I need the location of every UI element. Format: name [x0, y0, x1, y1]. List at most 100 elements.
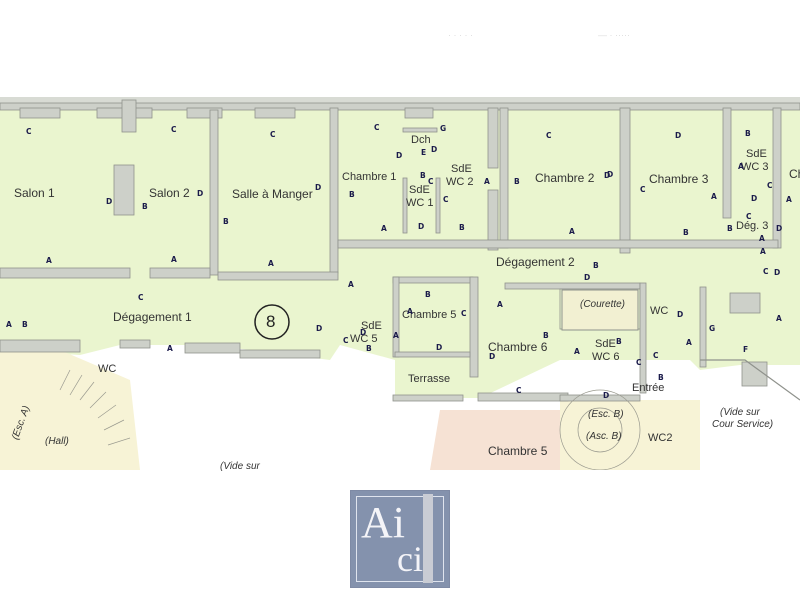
wall-marker-c: C	[767, 181, 773, 190]
annotation-esc-b: (Esc. B)	[588, 409, 624, 420]
wall-marker-c: C	[746, 212, 752, 221]
logo-bar	[423, 494, 433, 583]
room-terrasse: Terrasse	[408, 373, 451, 385]
room-salon-2: Salon 2	[149, 186, 190, 200]
wall-marker-b: B	[683, 228, 689, 237]
wall-marker-d: D	[489, 352, 496, 361]
wall-marker-d: D	[106, 197, 113, 206]
wall-marker-b: B	[420, 171, 426, 180]
wall-marker-c: C	[546, 131, 552, 140]
room-wc-hall: WC	[98, 363, 117, 375]
wall-marker-c: C	[138, 293, 144, 302]
room-wc2-neighbor: WC2	[648, 432, 673, 444]
wall-marker-b: B	[616, 337, 622, 346]
wall-marker-c: C	[428, 177, 434, 186]
annotation-vide-sur: (Vide sur	[720, 407, 760, 418]
room-wc-3: WC 3	[741, 161, 769, 173]
wall-marker-c: C	[461, 309, 467, 318]
wall-marker-a: A	[759, 234, 765, 243]
room-chambre-2: Chambre 2	[535, 171, 595, 185]
room-chambre-6: Chambre 6	[488, 340, 548, 354]
wall-marker-c: C	[26, 127, 32, 136]
room-chambre-1: Chambre 1	[342, 171, 397, 183]
wall-marker-a: A	[6, 320, 12, 329]
annotation-cour-service: Cour Service)	[712, 419, 774, 430]
room-chambre-5: Chambre 5	[402, 309, 457, 321]
room-chambre-partial: Ch	[789, 167, 800, 181]
wall-marker-d: D	[776, 224, 783, 233]
wall-marker-c: C	[171, 125, 177, 134]
wall-marker-a: A	[760, 247, 766, 256]
wall-marker-a: A	[711, 192, 717, 201]
wall-marker-a: A	[268, 259, 274, 268]
wall-marker-b: B	[425, 290, 431, 299]
wall-marker-c: C	[636, 358, 642, 367]
wall-marker-f: F	[743, 345, 749, 354]
wall-marker-a: A	[786, 195, 792, 204]
room-wc-6: WC 6	[592, 351, 620, 363]
wall-marker-d: D	[360, 328, 367, 337]
wall-marker-a: A	[574, 347, 580, 356]
annotation-courette: (Courette)	[580, 299, 626, 310]
wall-marker-d: D	[418, 222, 425, 231]
wall-marker-c: C	[640, 185, 646, 194]
room-sde-2: SdE	[451, 163, 472, 175]
wall-marker-b: B	[543, 331, 549, 340]
wall-marker-b: B	[459, 223, 465, 232]
wall-marker-b: B	[593, 261, 599, 270]
wall-marker-a: A	[497, 300, 503, 309]
logo-border	[356, 496, 444, 582]
wall-marker-a: A	[167, 344, 173, 353]
room-degagement-3: Dég. 3	[736, 220, 769, 232]
room-sde-3: SdE	[746, 148, 767, 160]
room-sde-5: SdE	[361, 320, 382, 332]
wall-marker-d: D	[774, 268, 781, 277]
room-wc-entree: WC	[650, 305, 669, 317]
wall-marker-a: A	[348, 280, 354, 289]
wall-marker-a: A	[776, 314, 782, 323]
floor-plan	[0, 97, 800, 470]
room-sde-1: SdE	[409, 184, 430, 196]
wall-marker-d: D	[607, 170, 614, 179]
room-sde-6: SdE	[595, 338, 616, 350]
annotation-vide-sur-2: (Vide sur	[220, 461, 260, 472]
wall-marker-a: A	[381, 224, 387, 233]
wall-marker-c: C	[443, 195, 449, 204]
wall-marker-d: D	[436, 343, 443, 352]
wall-marker-c: C	[343, 336, 349, 345]
wall-marker-g: G	[709, 324, 716, 333]
wall-marker-c: C	[653, 351, 659, 360]
wall-marker-d: D	[604, 171, 611, 180]
wall-marker-d: D	[675, 131, 682, 140]
wall-marker-b: B	[142, 202, 148, 211]
faint-header-1: · · · · ·	[448, 30, 473, 40]
room-douche: Dch	[411, 134, 431, 146]
wall-marker-c: C	[516, 386, 522, 395]
wall-marker-c: C	[270, 130, 276, 139]
wall-marker-b: B	[22, 320, 28, 329]
wall-marker-d: D	[677, 310, 684, 319]
room-degagement-1: Dégagement 1	[113, 310, 192, 324]
wall-marker-a: A	[484, 177, 490, 186]
wall-marker-c: C	[374, 123, 380, 132]
logo-text-ci: ci	[397, 539, 423, 579]
wall-marker-d: D	[396, 151, 403, 160]
wall-marker-d: D	[584, 273, 591, 282]
wall-marker-b: B	[745, 129, 751, 138]
wall-marker-g: G	[440, 124, 447, 133]
room-chambre-3: Chambre 3	[649, 172, 709, 186]
wall-marker-a: A	[46, 256, 52, 265]
wall-marker-b: B	[366, 344, 372, 353]
aici-logo: Ai ci	[350, 490, 450, 588]
wall-marker-a: A	[393, 331, 399, 340]
wall-marker-b: B	[658, 373, 664, 382]
wall-marker-a: A	[686, 338, 692, 347]
wall-marker-c: C	[763, 267, 769, 276]
wall-marker-a: A	[738, 162, 744, 171]
room-chambre-5-neighbor: Chambre 5	[488, 444, 548, 458]
wall-marker-b: B	[349, 190, 355, 199]
wall-marker-b: B	[727, 224, 733, 233]
faint-header-2: — · ·····	[598, 30, 630, 40]
room-wc-2: WC 2	[446, 176, 474, 188]
wall-marker-b: B	[514, 177, 520, 186]
